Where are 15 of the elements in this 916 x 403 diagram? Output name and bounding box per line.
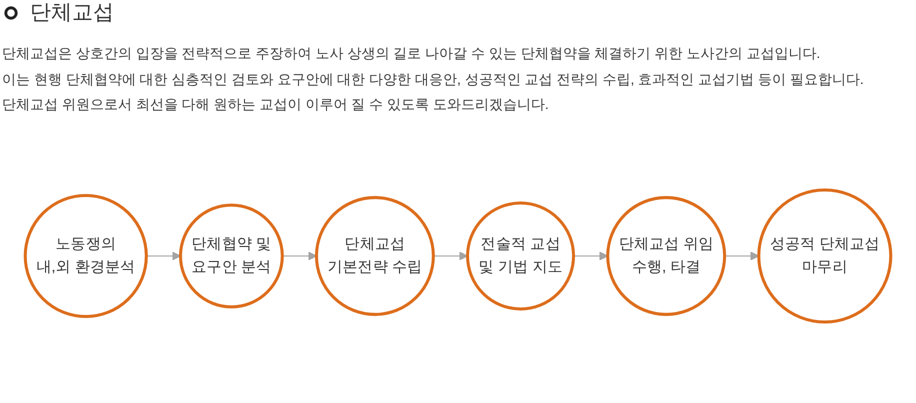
step-label: 단체교섭 위임 수행, 타결 (618, 234, 714, 278)
arrow (574, 252, 608, 260)
arrow (146, 252, 181, 260)
step-label: 노동쟁의 내,외 환경분석 (36, 234, 136, 278)
step-label: 단체교섭 기본전략 수립 (328, 234, 422, 278)
step-label: 단체협약 및 요구안 분석 (192, 234, 272, 278)
description-text: 이는 현행 단체협약에 대한 심층적인 검토와 요구안에 대한 다양한 대응안, 성공적인 교섭 전략의 수립, 효과적인 교섭기법 등이 필요합니다. (2, 70, 864, 88)
description-text: 단체교섭은 상호간의 입장을 전략적으로 주장하여 노사 상생의 길로 나아갈 수 있는 단체협약을 체결하기 위한 노사간의 교섭입니다. (2, 44, 820, 63)
description-text: 단체교섭 위원으로서 최선을 다해 원하는 교섭이 이루어 질 수 있도록 도와드리겠습니다. (2, 95, 549, 114)
section-title: 단체교섭 (30, 0, 114, 26)
arrow (282, 252, 317, 260)
arrow (724, 252, 760, 260)
step-label: 성공적 단체교섭 마무리 (770, 234, 880, 278)
arrow (433, 252, 468, 260)
step-label: 전술적 교섭 및 기법 지도 (478, 234, 562, 278)
